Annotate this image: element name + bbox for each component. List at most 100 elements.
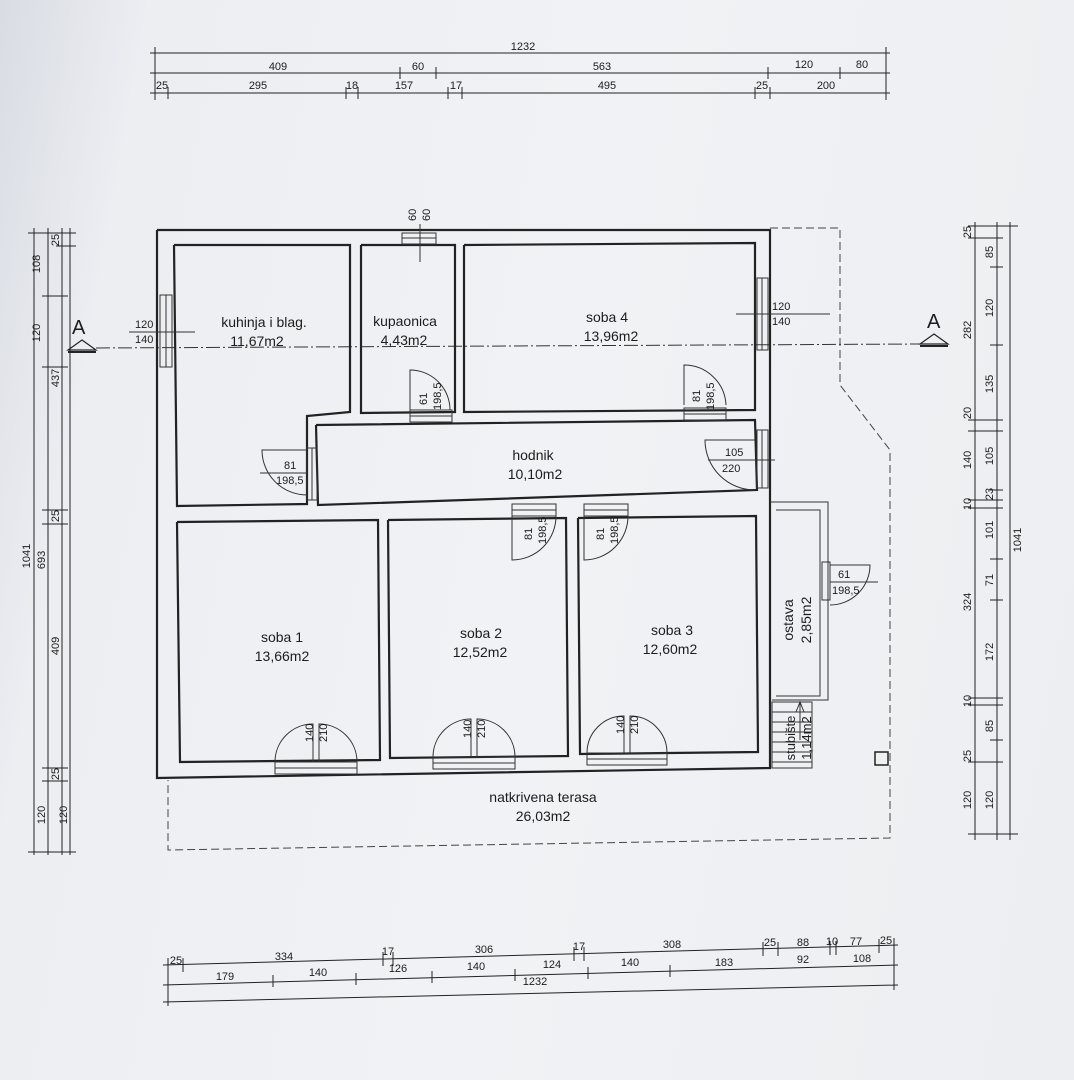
room-area-soba3: 12,60m2 [643,641,698,657]
dim-bottom: 140 [621,957,639,969]
dim-bottom: 126 [389,963,407,975]
dim-top: 495 [598,80,616,92]
dim-right: 25 [962,226,974,238]
room-name-soba2: soba 2 [460,625,502,641]
dim-left: 120 [36,806,48,824]
dim-right: 140 [962,451,974,469]
room-area-hodnik: 10,10m2 [508,466,563,482]
dim-right: 23 [984,488,996,500]
door-bath-label: 61 [418,393,430,405]
dim-top-total: 1232 [511,41,535,53]
dim-bottom: 124 [543,959,561,971]
section-line-a: A A [66,311,950,353]
dim-bottom: 140 [467,961,485,973]
dim-right: 20 [962,407,974,419]
dim-top: 25 [156,80,168,92]
door-soba3-label: 81 [595,528,607,540]
door-swings [129,224,878,763]
door-ostava-label: 198,5 [832,585,860,597]
dim-right: 172 [984,643,996,661]
opening-labels: 60 60 120 140 120 140 61 198,5 81 198,5 … [135,209,860,742]
dim-right: 101 [984,521,996,539]
window-kitchen-label: 120 [135,319,153,331]
left-dimensions: 1041 693 120 108 120 437 25 409 25 120 2… [21,228,76,855]
balcony-door-1-label: 210 [318,724,330,742]
section-marker-right: A [927,311,941,333]
dim-left: 108 [31,255,43,273]
terrace-outline [167,227,891,851]
dim-top: 25 [756,80,768,92]
room-name-kupaonica: kupaonica [373,313,437,329]
dim-left-total: 1041 [21,544,33,568]
balcony-door-3-label: 210 [629,716,641,734]
room-name-soba4: soba 4 [586,309,628,325]
dim-bottom: 25 [880,935,892,947]
room-name-kuhinja: kuhinja i blag. [221,314,307,330]
door-entry-label: 105 [725,447,743,459]
door-soba2-label: 198,5 [537,516,549,544]
dim-top: 409 [269,61,287,73]
dim-left: 409 [50,637,62,655]
dim-top: 18 [346,80,358,92]
dim-top: 295 [249,80,267,92]
dim-bottom: 308 [663,939,681,951]
section-marker-left: A [72,317,86,339]
dim-right: 324 [962,593,974,611]
dim-right: 85 [984,720,996,732]
dim-bottom: 306 [475,944,493,956]
balcony-door-2-label: 140 [462,720,474,738]
room-name-soba1: soba 1 [261,629,303,645]
dim-bottom: 179 [216,971,234,983]
dim-top: 17 [450,80,462,92]
dim-left: 25 [50,234,62,246]
dim-left: 25 [50,510,62,522]
dim-right: 10 [962,695,974,707]
dim-left: 437 [50,369,62,387]
room-area-ostava: 2,85m2 [798,596,814,643]
door-ostava-label: 61 [838,569,850,581]
dim-right: 25 [962,750,974,762]
room-name-stubiste: stubište [783,716,798,761]
top-dimensions: 1232 409 60 563 120 80 25 295 18 157 17 … [150,41,890,100]
dim-right: 105 [984,447,996,465]
room-name-terasa: natkrivena terasa [489,789,597,805]
dim-bottom: 77 [850,936,862,948]
bottom-dimensions: 25 334 17 306 17 308 25 88 10 77 25 179 … [162,935,899,1006]
dim-left: 120 [58,806,70,824]
door-kitchen-label: 198,5 [276,475,304,487]
dim-right: 120 [984,299,996,317]
dim-bottom: 17 [382,946,394,958]
room-area-kupaonica: 4,43m2 [381,332,428,348]
right-dimensions: 1041 25 282 20 140 10 324 10 25 120 85 1… [962,222,1024,840]
room-labels: kuhinja i blag. 11,67m2 kupaonica 4,43m2… [221,309,814,824]
dim-bottom: 140 [309,967,327,979]
room-area-stubiste: 1,14m2 [799,716,814,759]
dim-bottom: 108 [853,953,871,965]
door-soba2-label: 81 [523,528,535,540]
dim-top: 563 [593,61,611,73]
dim-right-total: 1041 [1012,528,1024,552]
dim-right: 282 [962,321,974,339]
dim-top: 120 [795,59,813,71]
dim-bottom: 10 [826,936,838,948]
dim-top: 60 [412,61,424,73]
dim-top: 157 [395,80,413,92]
window-soba4-label: 140 [772,316,790,328]
balcony-door-1-label: 140 [304,724,316,742]
door-bath-label: 198,5 [432,382,444,410]
window-kitchen-label: 140 [135,334,153,346]
dim-bottom: 17 [573,941,585,953]
dim-top: 200 [817,80,835,92]
room-area-soba2: 12,52m2 [453,644,508,660]
dim-bottom-total: 1232 [523,976,547,988]
dim-bottom: 88 [797,937,809,949]
dim-right: 120 [962,791,974,809]
dim-left: 25 [50,768,62,780]
dim-bottom: 183 [715,957,733,969]
door-kitchen-label: 81 [284,460,296,472]
dim-right: 120 [984,791,996,809]
dim-bottom: 92 [797,954,809,966]
dim-right: 85 [984,246,996,258]
windows [159,232,831,775]
